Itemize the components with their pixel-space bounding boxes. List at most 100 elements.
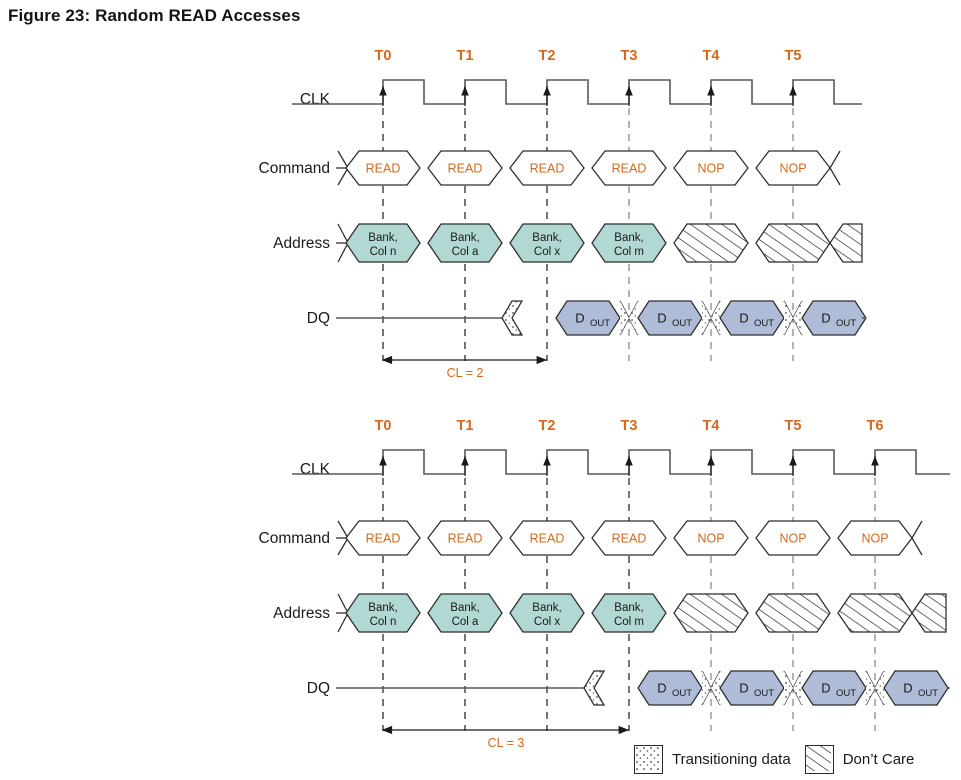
address-dontcare-tail (911, 593, 947, 633)
address-cell-line2: Col n (370, 246, 397, 258)
command-cell-label: READ (366, 532, 401, 546)
dq-cell (719, 300, 785, 336)
address-cell (427, 593, 503, 633)
command-cell-label: NOP (861, 532, 888, 546)
dq-transition-fill (793, 671, 802, 705)
command-cell (837, 520, 913, 556)
row-label-dq: DQ (307, 680, 330, 697)
command-cell-label: NOP (779, 532, 806, 546)
command-cell (673, 150, 749, 186)
address-cell-line2: Col a (452, 246, 479, 258)
clk-waveform (292, 449, 950, 475)
address-dontcare-cell (837, 593, 913, 633)
tick-label-t5: T5 (785, 418, 802, 434)
address-cell-line1: Bank, (368, 602, 397, 614)
dq-transition-fill (784, 301, 793, 335)
command-cell-label: READ (448, 162, 483, 176)
dq-cell (883, 670, 949, 706)
address-cell (509, 593, 585, 633)
legend: Transitioning data Don’t Care (634, 745, 914, 774)
dq-cell-label: D (739, 311, 748, 326)
command-cell-label: READ (366, 162, 401, 176)
command-cell (509, 520, 585, 556)
dq-cell-sublabel: OUT (836, 688, 856, 699)
dq-cell (801, 670, 867, 706)
legend-item-dontcare: Don’t Care (804, 745, 915, 774)
dq-cell-sublabel: OUT (672, 318, 692, 329)
command-cell (591, 520, 667, 556)
dq-cell (555, 300, 621, 336)
address-cell-line1: Bank, (614, 602, 643, 614)
dq-cell-label: D (821, 681, 830, 696)
address-cell (345, 593, 421, 633)
dq-cell-sublabel: OUT (918, 688, 938, 699)
address-cell-line1: Bank, (532, 232, 561, 244)
dq-cell-sublabel: OUT (754, 688, 774, 699)
tick-label-t0: T0 (375, 48, 392, 64)
dq-open-transition (501, 300, 524, 336)
command-cell-label: READ (448, 532, 483, 546)
tick-label-t6: T6 (867, 418, 884, 434)
tick-label-t3: T3 (621, 418, 638, 434)
dq-transition-fill (875, 671, 884, 705)
tick-label-t4: T4 (703, 418, 720, 434)
cl-annotation-label: CL = 3 (488, 736, 525, 750)
address-dontcare-cell (755, 593, 831, 633)
address-cell-line2: Col m (614, 616, 644, 628)
dq-cell-label: D (739, 681, 748, 696)
legend-item-transitioning: Transitioning data (634, 745, 791, 774)
dq-cell-label: D (903, 681, 912, 696)
command-cell (755, 520, 831, 556)
row-label-address: Address (273, 235, 330, 252)
page-title: Figure 23: Random READ Accesses (8, 6, 301, 25)
command-cell-label: READ (530, 162, 565, 176)
tick-label-t1: T1 (457, 418, 474, 434)
dq-transition-fill (702, 301, 711, 335)
command-cell-label: READ (612, 532, 647, 546)
address-cell (427, 223, 503, 263)
legend-label-dontcare: Don’t Care (842, 751, 915, 768)
dq-cell-sublabel: OUT (836, 318, 856, 329)
command-close (829, 150, 841, 186)
dq-cell (719, 670, 785, 706)
command-cell-label: READ (530, 532, 565, 546)
address-cell-line1: Bank, (450, 232, 479, 244)
dq-cell-sublabel: OUT (672, 688, 692, 699)
row-label-clk: CLK (300, 461, 331, 478)
address-cell-line2: Col a (452, 616, 479, 628)
command-cell-label: NOP (697, 532, 724, 546)
address-cell (345, 223, 421, 263)
clk-waveform (292, 79, 862, 105)
dq-cell-label: D (575, 311, 584, 326)
command-cell (591, 150, 667, 186)
tick-label-t0: T0 (375, 418, 392, 434)
address-dontcare-cell (673, 223, 749, 263)
command-cell (673, 520, 749, 556)
command-cell (345, 150, 421, 186)
dq-cell-sublabel: OUT (754, 318, 774, 329)
cl-annotation-label: CL = 2 (447, 366, 484, 380)
command-cell (755, 150, 831, 186)
command-cell-label: READ (612, 162, 647, 176)
dq-transition-fill (866, 671, 875, 705)
command-cell-label: NOP (779, 162, 806, 176)
command-cell (427, 520, 503, 556)
dont-care-swatch-icon (804, 745, 834, 774)
transitioning-data-swatch-icon (634, 745, 663, 774)
dq-cell (801, 300, 867, 336)
tick-label-t4: T4 (703, 48, 720, 64)
address-cell-line1: Bank, (532, 602, 561, 614)
row-label-command: Command (259, 530, 331, 547)
dq-cell (637, 670, 703, 706)
dq-cell-label: D (821, 311, 830, 326)
dq-transition-fill (620, 301, 629, 335)
address-cell (509, 223, 585, 263)
tick-label-t3: T3 (621, 48, 638, 64)
legend-label-transitioning: Transitioning data (672, 751, 791, 768)
address-dontcare-cell (673, 593, 749, 633)
address-cell-line2: Col m (614, 246, 644, 258)
command-close (911, 520, 923, 556)
command-cell (345, 520, 421, 556)
dq-transition-fill (629, 301, 638, 335)
